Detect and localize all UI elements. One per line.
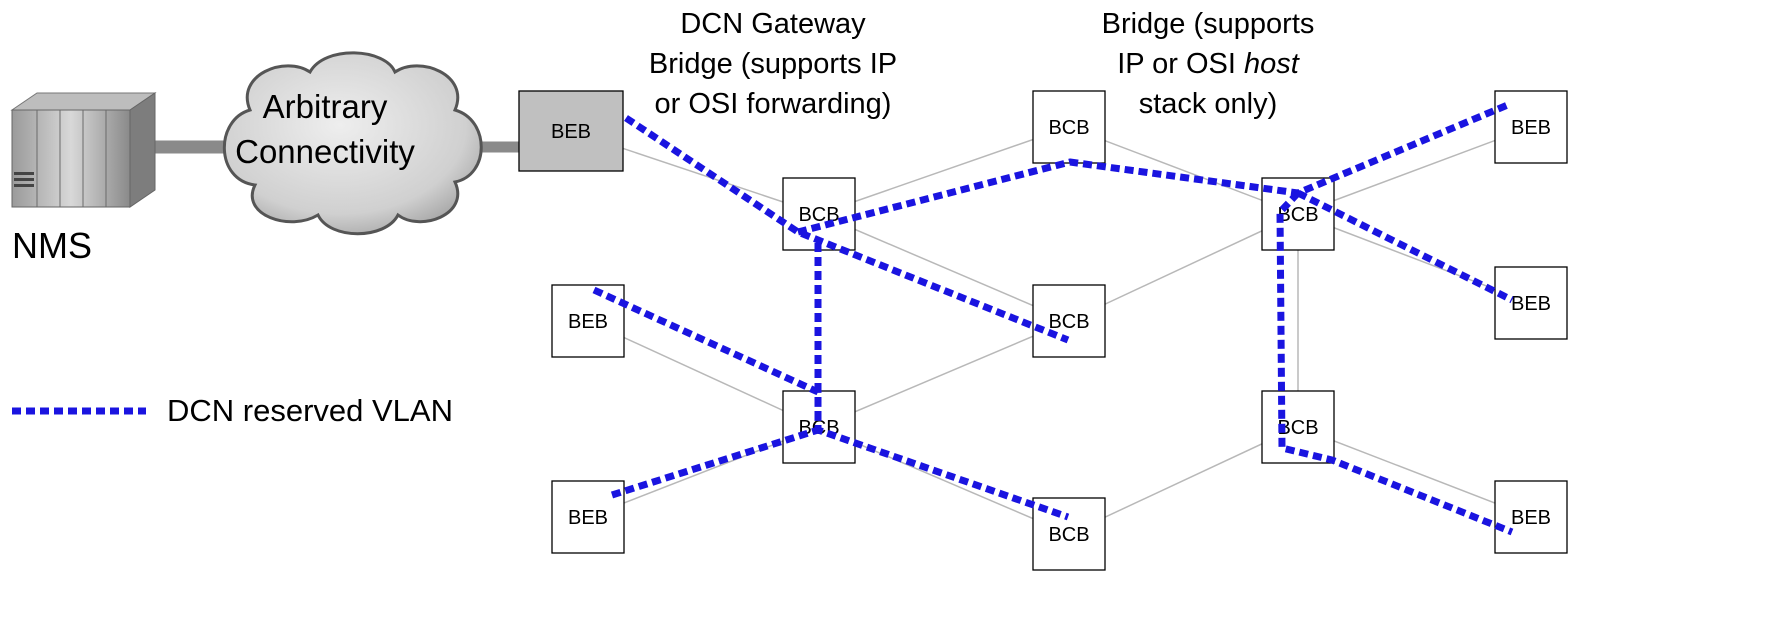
node-box bbox=[551, 284, 625, 358]
node-e5: BEB bbox=[1494, 480, 1568, 554]
node-e3: BEB bbox=[1494, 90, 1568, 164]
node-n4: BCB bbox=[1032, 284, 1106, 358]
link-n2-n3 bbox=[1068, 126, 1299, 215]
node-label: BEB bbox=[1511, 117, 1551, 139]
bridge-annotation-line2: IP or OSI host bbox=[1117, 48, 1301, 80]
node-label: BEB bbox=[551, 121, 591, 143]
node-e4: BEB bbox=[1494, 266, 1568, 340]
node-e1: BEB bbox=[551, 284, 625, 358]
bridge-annotation-line1: Bridge (supports bbox=[1102, 8, 1315, 40]
node-n7: BCB bbox=[1261, 390, 1335, 464]
cloud-icon bbox=[222, 51, 483, 236]
gateway-annotation-line2: Bridge (supports IP bbox=[649, 48, 897, 80]
node-label: BCB bbox=[1048, 524, 1089, 546]
node-box bbox=[1261, 390, 1335, 464]
dcn-vlan-path bbox=[592, 100, 1514, 536]
node-label: BCB bbox=[1277, 204, 1318, 226]
node-label: BCB bbox=[1048, 117, 1089, 139]
node-label: BEB bbox=[568, 311, 608, 333]
node-box bbox=[1494, 266, 1568, 340]
link-n4-n5 bbox=[818, 320, 1070, 428]
vlan-segment-4 bbox=[1276, 190, 1514, 536]
cloud-label-line1: Arbitrary bbox=[263, 88, 388, 125]
node-gw: BEB bbox=[518, 90, 624, 172]
vlan-segment-2 bbox=[797, 100, 1512, 236]
gateway-annotation-line3: or OSI forwarding) bbox=[655, 88, 892, 120]
node-label: BEB bbox=[1511, 293, 1551, 315]
link-n4-n3 bbox=[1068, 213, 1299, 322]
node-box bbox=[518, 90, 624, 172]
vlan-segment-1 bbox=[624, 115, 1070, 344]
link-n3-e3 bbox=[1297, 126, 1532, 215]
node-box bbox=[1494, 480, 1568, 554]
server-icon bbox=[10, 92, 157, 208]
link-n1-n2 bbox=[818, 126, 1070, 215]
node-n2: BCB bbox=[1032, 90, 1106, 164]
node-label: BCB bbox=[1277, 417, 1318, 439]
link-n7-e5 bbox=[1297, 426, 1532, 518]
link-n6-n7 bbox=[1068, 426, 1299, 535]
node-box bbox=[1032, 284, 1106, 358]
link-n5-e1 bbox=[587, 320, 820, 428]
vlan-segment-7 bbox=[610, 426, 820, 499]
legend-label: DCN reserved VLAN bbox=[167, 393, 453, 428]
gateway-annotation-line1: DCN Gateway bbox=[680, 8, 866, 40]
vlan-segment-3 bbox=[1296, 189, 1514, 304]
node-label: BCB bbox=[1048, 311, 1089, 333]
link-n1-n4 bbox=[818, 213, 1070, 322]
node-n3: BCB bbox=[1261, 177, 1335, 251]
node-box bbox=[1494, 90, 1568, 164]
bridge-annotation-line3: stack only) bbox=[1139, 88, 1278, 120]
node-label: BEB bbox=[1511, 507, 1551, 529]
nms-label: NMS bbox=[12, 225, 92, 266]
node-label: BEB bbox=[568, 507, 608, 529]
node-box bbox=[1032, 90, 1106, 164]
cloud-label-line2: Connectivity bbox=[235, 133, 415, 170]
